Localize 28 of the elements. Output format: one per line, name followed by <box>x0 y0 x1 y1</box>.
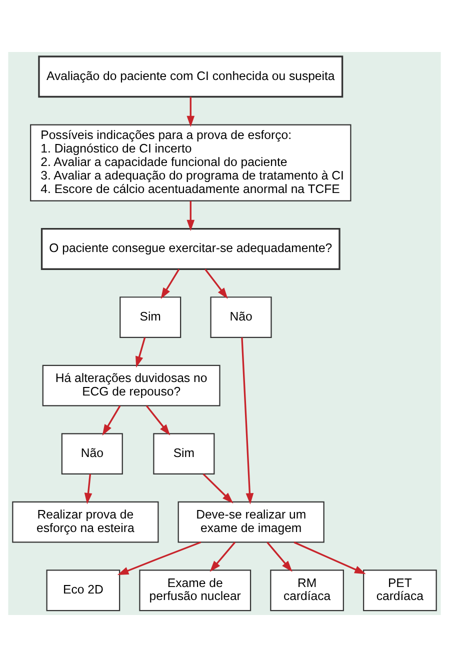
arrow <box>102 404 121 436</box>
arrow <box>204 268 228 298</box>
arrow <box>186 200 195 231</box>
arrow <box>84 473 92 504</box>
node-box: RM cardíaca <box>270 569 344 611</box>
arrow <box>210 541 236 572</box>
node-box: Deve-se realizar um exame de imagem <box>178 500 324 542</box>
node-box: Há alterações duvidosas no ECG de repouso? <box>42 364 220 406</box>
arrow <box>160 268 180 299</box>
node-box: PET cardíaca <box>363 569 437 611</box>
arrow <box>117 540 202 574</box>
arrow <box>186 96 195 127</box>
arrow <box>136 336 146 368</box>
arrow <box>146 404 170 435</box>
arrow <box>294 541 366 574</box>
node-box: Não <box>61 432 123 474</box>
node-box: O paciente consegue exercitar-se adequadamente? <box>40 228 340 270</box>
arrow <box>202 472 234 503</box>
node-box: Eco 2D <box>46 569 120 611</box>
node-box: Não <box>210 296 272 338</box>
node-box: Sim <box>153 432 215 474</box>
node-box: Avaliação do paciente com CI conhecida ou suspeita <box>38 55 344 98</box>
node-box: Exame de perfusão nuclear <box>139 569 252 611</box>
node-box: Sim <box>120 296 182 338</box>
node-box: Realizar prova de esforço na esteira <box>12 500 159 542</box>
arrow <box>266 541 292 572</box>
arrow <box>241 336 254 504</box>
node-box: Possíveis indicações para a prova de esforço: 1. Diagnóstico de CI incerto 2. Avaliar a capacidade funcional do paciente 3. Avaliar a adequação do programa de tratamento à CI 4. Escore de cálcio acentuadamente anormal na TCFE <box>30 124 352 201</box>
